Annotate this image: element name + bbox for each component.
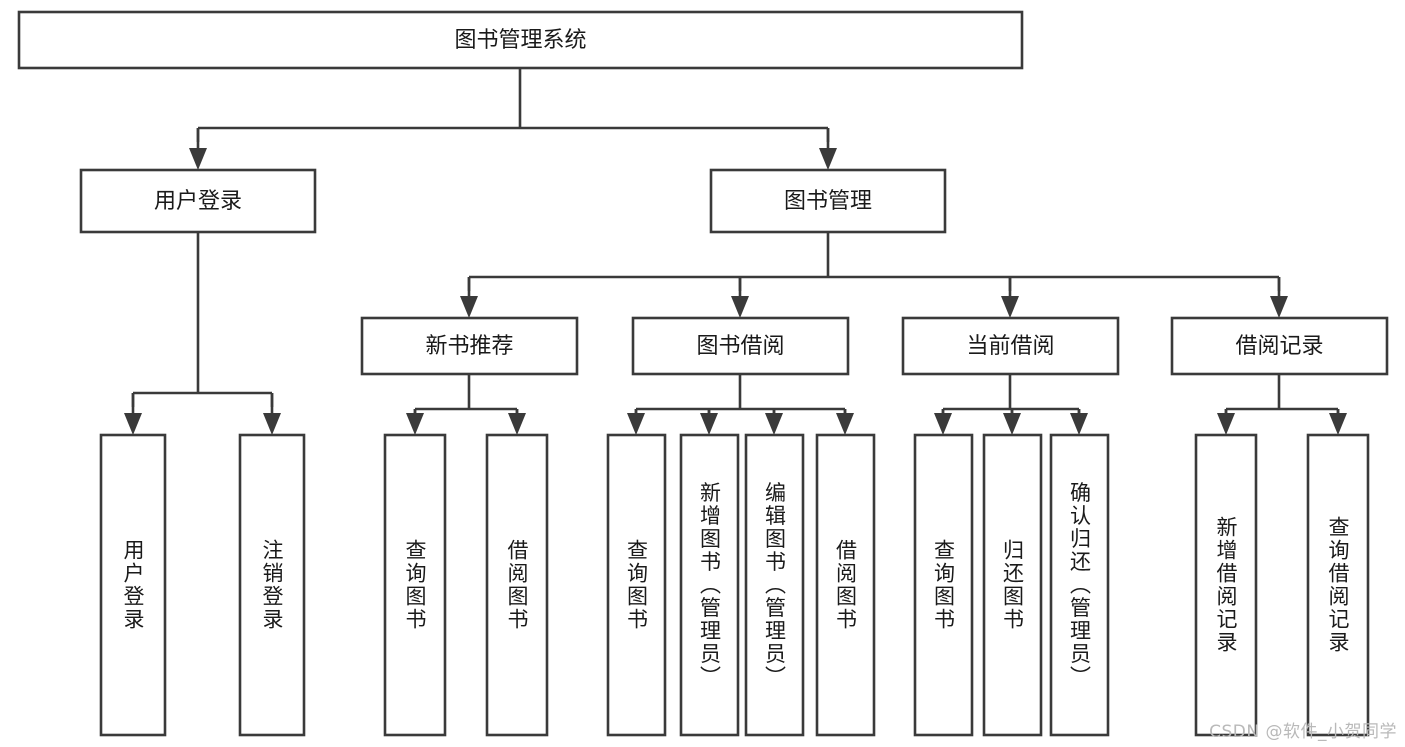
node-layer: 图书管理系统用户登录图书管理新书推荐图书借阅当前借阅借阅记录用户登录注销登录查询… [17, 10, 1389, 737]
node-box-leaf-borrow-book-1[interactable] [485, 433, 549, 737]
node-leaf-confirm-return[interactable]: 确认归还（管理员） [1049, 433, 1110, 737]
node-current-borrow[interactable]: 当前借阅 [901, 316, 1120, 376]
arrow-head-icon [406, 413, 424, 435]
node-box-user-login[interactable] [79, 168, 317, 234]
node-new-book-recommend[interactable]: 新书推荐 [360, 316, 579, 376]
node-label-leaf-borrow-book-1: 借阅图书 [505, 539, 529, 631]
arrow-head-icon [700, 413, 718, 435]
node-user-login[interactable]: 用户登录 [79, 168, 317, 234]
node-box-leaf-add-book[interactable] [679, 433, 740, 737]
node-label-leaf-confirm-return: 确认归还（管理员） [1068, 482, 1092, 689]
node-label-leaf-query-book-3: 查询图书 [932, 539, 956, 631]
node-box-leaf-borrow-book-2[interactable] [815, 433, 876, 737]
arrow-head-icon [263, 413, 281, 435]
arrow-head-icon [189, 148, 207, 170]
connector-recommend_to_leaves [413, 374, 519, 423]
node-box-borrow-record[interactable] [1170, 316, 1389, 376]
node-label-leaf-query-record: 查询借阅记录 [1326, 516, 1350, 654]
node-box-leaf-edit-book[interactable] [744, 433, 805, 737]
node-box-leaf-confirm-return[interactable] [1049, 433, 1110, 737]
node-leaf-query-book-2[interactable]: 查询图书 [606, 433, 667, 737]
node-label-leaf-edit-book: 编辑图书（管理员） [763, 482, 787, 689]
arrow-head-icon [819, 148, 837, 170]
node-label-book-management: 图书管理 [784, 189, 872, 214]
node-label-leaf-user-login: 用户登录 [121, 539, 145, 631]
node-box-leaf-user-login[interactable] [99, 433, 167, 737]
node-label-leaf-query-book-2: 查询图书 [625, 539, 649, 631]
connector-root_to_level2 [196, 68, 830, 142]
arrow-head-icon [765, 413, 783, 435]
arrow-head-icon [1001, 296, 1019, 318]
node-book-management[interactable]: 图书管理 [709, 168, 947, 234]
arrow-head-icon [934, 413, 952, 435]
node-box-book-management[interactable] [709, 168, 947, 234]
csdn-watermark: CSDN @软件_小贺同学 [1209, 722, 1397, 742]
node-label-leaf-logout: 注销登录 [260, 539, 284, 631]
arrow-head-icon [1329, 413, 1347, 435]
node-label-book-borrow: 图书借阅 [696, 334, 784, 359]
arrow-head-icon [1070, 413, 1088, 435]
node-box-leaf-query-book-2[interactable] [606, 433, 667, 737]
node-leaf-query-book-3[interactable]: 查询图书 [913, 433, 974, 737]
node-box-leaf-add-record[interactable] [1194, 433, 1258, 737]
node-leaf-borrow-book-2[interactable]: 借阅图书 [815, 433, 876, 737]
node-box-book-borrow[interactable] [631, 316, 850, 376]
node-book-borrow[interactable]: 图书借阅 [631, 316, 850, 376]
node-leaf-add-record[interactable]: 新增借阅记录 [1194, 433, 1258, 737]
node-box-leaf-logout[interactable] [238, 433, 306, 737]
node-leaf-user-login[interactable]: 用户登录 [99, 433, 167, 737]
node-box-leaf-query-book-1[interactable] [383, 433, 447, 737]
arrow-head-icon [124, 413, 142, 435]
node-label-leaf-add-record: 新增借阅记录 [1214, 516, 1238, 654]
node-label-leaf-return-book: 归还图书 [1001, 539, 1025, 631]
connector-layer [124, 68, 1347, 435]
arrow-head-icon [508, 413, 526, 435]
arrow-head-icon [460, 296, 478, 318]
node-borrow-record[interactable]: 借阅记录 [1170, 316, 1389, 376]
arrow-head-icon [836, 413, 854, 435]
connector-borrow_to_leaves [634, 374, 847, 423]
arrow-head-icon [1270, 296, 1288, 318]
node-box-leaf-query-record[interactable] [1306, 433, 1370, 737]
node-leaf-add-book[interactable]: 新增图书（管理员） [679, 433, 740, 737]
node-leaf-query-book-1[interactable]: 查询图书 [383, 433, 447, 737]
node-label-new-book-recommend: 新书推荐 [425, 334, 513, 359]
node-leaf-return-book[interactable]: 归还图书 [982, 433, 1043, 737]
node-box-root[interactable] [17, 10, 1024, 70]
connector-user_login_to_leaves [131, 232, 274, 407]
node-label-borrow-record: 借阅记录 [1235, 334, 1323, 359]
arrow-head-icon [1003, 413, 1021, 435]
node-leaf-edit-book[interactable]: 编辑图书（管理员） [744, 433, 805, 737]
node-leaf-query-record[interactable]: 查询借阅记录 [1306, 433, 1370, 737]
node-label-current-borrow: 当前借阅 [966, 334, 1054, 359]
node-label-user-login: 用户登录 [154, 189, 242, 214]
connector-book_management_to_level3 [467, 232, 1281, 291]
connector-record_to_leaves [1224, 374, 1340, 423]
arrow-head-icon [627, 413, 645, 435]
node-box-current-borrow[interactable] [901, 316, 1120, 376]
node-box-leaf-return-book[interactable] [982, 433, 1043, 737]
node-box-new-book-recommend[interactable] [360, 316, 579, 376]
node-box-leaf-query-book-3[interactable] [913, 433, 974, 737]
node-root[interactable]: 图书管理系统 [17, 10, 1024, 70]
node-leaf-logout[interactable]: 注销登录 [238, 433, 306, 737]
node-label-leaf-add-book: 新增图书（管理员） [698, 482, 722, 689]
node-label-leaf-borrow-book-2: 借阅图书 [834, 539, 858, 631]
node-label-root: 图书管理系统 [454, 28, 586, 53]
arrow-head-icon [1217, 413, 1235, 435]
node-leaf-borrow-book-1[interactable]: 借阅图书 [485, 433, 549, 737]
arrow-head-icon [731, 296, 749, 318]
node-label-leaf-query-book-1: 查询图书 [403, 539, 427, 631]
